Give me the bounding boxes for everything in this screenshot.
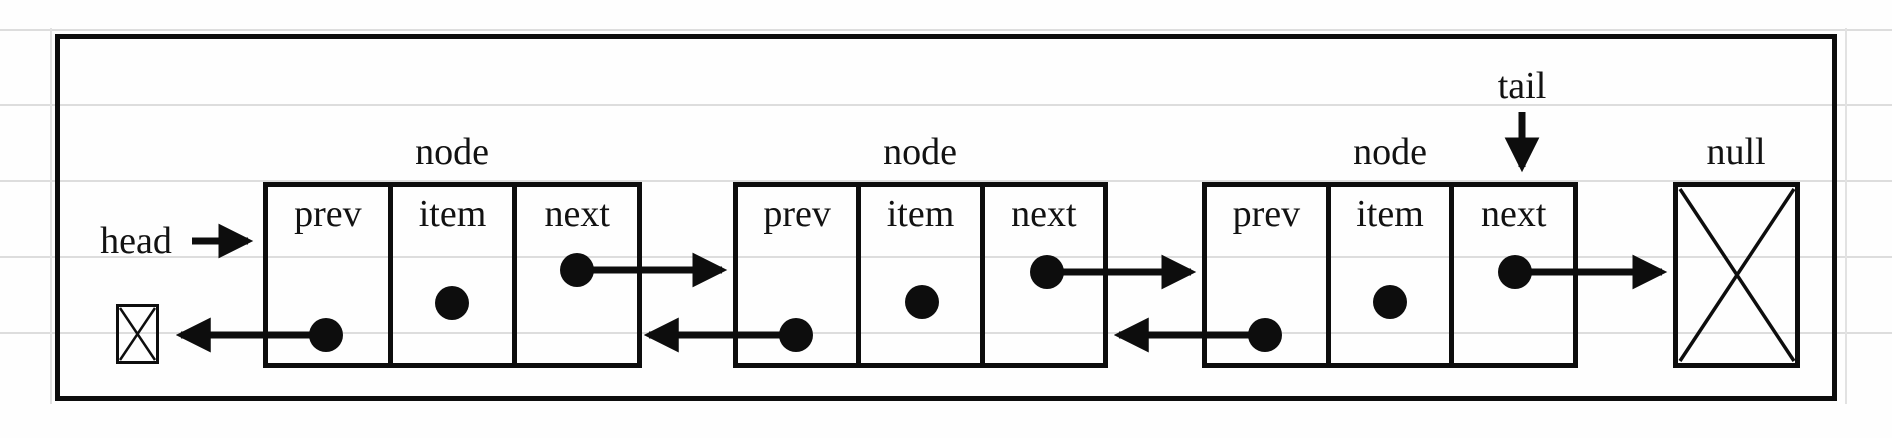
node-1-item-cell: item — [393, 187, 518, 363]
node-2: prev item next — [733, 182, 1108, 368]
prev-field-label: prev — [1232, 193, 1301, 235]
node-1-prev-cell: prev — [268, 187, 393, 363]
prev-field-label: prev — [294, 193, 362, 235]
item-field-label: item — [886, 193, 955, 235]
ruled-line — [0, 180, 1892, 182]
next-field-label: next — [1011, 193, 1077, 235]
null-box-right — [1673, 182, 1800, 368]
node-3: prev item next — [1202, 182, 1578, 368]
item-field-label: item — [1356, 193, 1424, 235]
ruled-line-vertical — [50, 28, 52, 404]
node-2-item-cell: item — [861, 187, 985, 363]
node-3-prev-cell: prev — [1207, 187, 1331, 363]
node-2-prev-cell: prev — [738, 187, 862, 363]
head-pointer-label: head — [100, 220, 172, 262]
node-2-next-cell: next — [985, 187, 1103, 363]
null-label: null — [1706, 131, 1766, 173]
null-box-left — [116, 304, 159, 364]
node-1-caption: node — [415, 131, 489, 173]
diagram-border — [55, 34, 1837, 401]
ruled-line-vertical — [1845, 28, 1847, 404]
ruled-line — [0, 256, 1892, 258]
node-2-caption: node — [883, 131, 957, 173]
ruled-line — [0, 104, 1892, 106]
next-field-label: next — [544, 193, 610, 235]
tail-pointer-label: tail — [1497, 65, 1547, 107]
next-field-label: next — [1480, 193, 1547, 235]
node-1: prev item next — [263, 182, 642, 368]
node-1-next-cell: next — [517, 187, 637, 363]
ruled-line — [0, 332, 1892, 334]
node-3-next-cell: next — [1454, 187, 1573, 363]
item-field-label: item — [418, 193, 487, 235]
node-3-item-cell: item — [1331, 187, 1455, 363]
prev-field-label: prev — [763, 193, 831, 235]
ruled-line — [0, 29, 1892, 31]
node-3-caption: node — [1353, 131, 1427, 173]
